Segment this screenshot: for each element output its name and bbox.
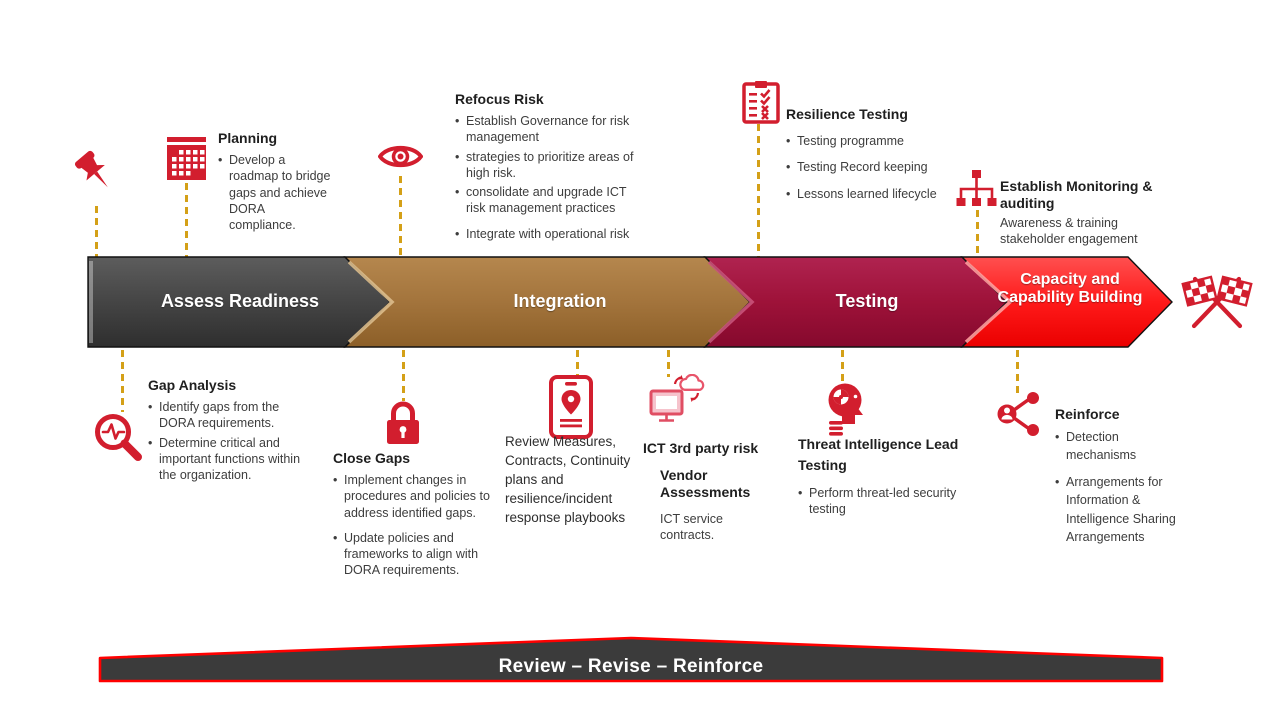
connector-dash xyxy=(399,176,402,257)
callout-bullet: Lessons learned lifecycle xyxy=(786,186,961,203)
callout-bullet: Establish Governance for risk management xyxy=(455,113,639,146)
connector-dash xyxy=(576,350,579,377)
connector-dash xyxy=(976,210,979,257)
callout-review-measures: Review Measures, Contracts, Continuity p… xyxy=(505,434,631,525)
arrow-label-assess-readiness: Assess Readiness xyxy=(160,291,320,311)
callout-bullet: Update policies and frameworks to align … xyxy=(333,530,515,579)
callout-planning: Planning Develop a roadmap to bridge gap… xyxy=(218,130,334,233)
callout-close-gaps: Close Gaps Implement changes in procedur… xyxy=(333,450,515,579)
callout-bullet: Integrate with operational risk xyxy=(455,226,639,243)
callout-bullet: Implement changes in procedures and poli… xyxy=(333,472,515,521)
share-network-icon xyxy=(997,392,1039,436)
callout-refocus-risk: Refocus Risk Establish Governance for ri… xyxy=(455,91,639,242)
callout-ict-third-party: ICT 3rd party risk Vendor Assessments IC… xyxy=(643,440,768,544)
callout-threat-intelligence: Threat Intelligence Lead Testing Perform… xyxy=(798,434,970,518)
arrow-label-capacity-building: Capacity and Capability Building xyxy=(997,271,1143,307)
callout-vendor-assessments: Vendor Assessments xyxy=(660,467,751,501)
callout-bullet: Identify gaps from the DORA requirements… xyxy=(148,399,312,432)
callout-title: Resilience Testing xyxy=(786,106,908,122)
connector-dash xyxy=(402,350,405,401)
callout-title: Reinforce xyxy=(1055,406,1120,422)
connector-dash xyxy=(185,183,188,257)
callout-title: Gap Analysis xyxy=(148,377,237,393)
callout-title: Planning xyxy=(218,130,278,146)
callout-bullet: Detection mechanisms xyxy=(1055,428,1181,464)
callout-bullet: Develop a roadmap to bridge gaps and ach… xyxy=(218,152,334,233)
callout-bullet: strategies to prioritize areas of high r… xyxy=(455,149,639,182)
review-banner-label: Review – Revise – Reinforce xyxy=(498,656,764,677)
connector-dash xyxy=(121,350,124,412)
review-banner-shape xyxy=(98,636,1164,683)
callout-subtitle: Awareness & training stakeholder engagem… xyxy=(1000,216,1138,247)
connector-dash xyxy=(757,124,760,257)
callout-title: Threat Intelligence Lead Testing xyxy=(798,436,959,473)
callout-title: ICT 3rd party risk xyxy=(643,440,759,456)
arrow-label-integration: Integration xyxy=(513,291,607,311)
callout-bullet: Perform threat-led security testing xyxy=(798,485,970,518)
connector-dash xyxy=(667,350,670,377)
callout-title: Refocus Risk xyxy=(455,91,544,107)
callout-monitoring-auditing: Establish Monitoring & auditing Awarenes… xyxy=(1000,178,1158,248)
callout-gap-analysis: Gap Analysis Identify gaps from the DORA… xyxy=(148,377,312,483)
checkered-flags-icon xyxy=(1181,275,1253,329)
callout-bullet: consolidate and upgrade ICT risk managem… xyxy=(455,184,639,217)
threat-head-icon xyxy=(828,383,863,436)
callout-bullet: Determine critical and important functio… xyxy=(148,435,312,484)
org-chart-icon xyxy=(956,170,997,206)
padlock-icon xyxy=(387,401,419,444)
clipboard-checklist-icon xyxy=(742,81,780,124)
callout-bullet: Testing programme xyxy=(786,133,961,150)
calendar-icon xyxy=(167,137,206,180)
eye-icon xyxy=(378,145,423,168)
callout-resilience-testing: Resilience Testing Testing programme Tes… xyxy=(786,106,961,202)
phone-location-icon xyxy=(549,375,593,439)
callout-title: Close Gaps xyxy=(333,450,411,466)
process-arrow-band xyxy=(87,256,1173,348)
pushpin-icon xyxy=(74,150,108,188)
connector-dash xyxy=(841,350,844,384)
magnifier-pulse-icon xyxy=(95,414,142,461)
callout-ict-contracts: ICT service contracts. xyxy=(660,512,723,543)
callout-bullet: Testing Record keeping xyxy=(786,159,961,176)
cloud-sync-monitor-icon xyxy=(649,374,705,422)
arrow-label-testing: Testing xyxy=(835,291,899,311)
callout-title: Establish Monitoring & auditing xyxy=(1000,178,1153,212)
connector-dash xyxy=(95,206,98,257)
callout-bullet: Arrangements for Information & Intellige… xyxy=(1055,473,1181,546)
connector-dash xyxy=(1016,350,1019,394)
callout-reinforce: Reinforce Detection mechanisms Arrangeme… xyxy=(1055,406,1181,546)
